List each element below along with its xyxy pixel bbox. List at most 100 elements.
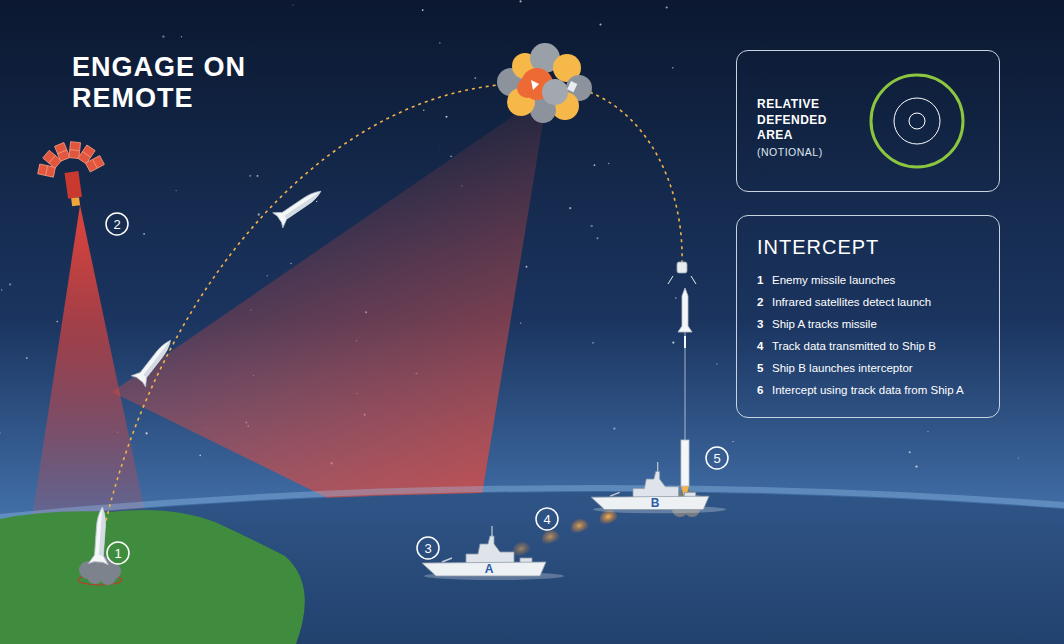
info-panel: INTERCEPT 1Enemy missile launches2Infrare… <box>736 215 1000 418</box>
star <box>672 67 674 69</box>
star <box>732 441 733 442</box>
star <box>520 323 521 324</box>
star <box>257 175 259 177</box>
debris <box>567 81 577 92</box>
star <box>608 163 609 164</box>
star <box>1 289 2 290</box>
navy-ship <box>422 526 564 580</box>
missile-shade <box>143 340 173 377</box>
callout-number: 5 <box>713 452 720 465</box>
star <box>474 77 476 79</box>
panel-line <box>70 150 80 151</box>
missile-trajectory <box>100 83 548 548</box>
star <box>716 363 717 364</box>
star <box>666 6 668 8</box>
enemy-missile <box>88 506 112 564</box>
star <box>249 175 251 177</box>
infrared-satellite <box>34 137 110 210</box>
star <box>143 233 145 235</box>
callout-circle <box>107 542 129 564</box>
earth-ocean <box>0 492 1064 644</box>
star <box>267 275 268 276</box>
defended-area-ring <box>909 113 925 129</box>
star <box>181 36 182 37</box>
stage-separation <box>684 336 686 348</box>
star <box>439 42 440 43</box>
star <box>927 431 928 432</box>
step-row: 6Intercept using track data from Ship A <box>757 379 979 401</box>
ship-gun <box>442 558 452 562</box>
star <box>450 155 452 157</box>
star <box>1018 458 1019 459</box>
star <box>675 297 677 299</box>
star <box>57 321 59 323</box>
panel-line <box>82 152 90 158</box>
step-number: 1 <box>757 269 772 291</box>
star <box>915 465 917 467</box>
star <box>26 357 28 359</box>
satellite-sensor <box>71 197 80 206</box>
step-row: 4Track data transmitted to Ship B <box>757 335 979 357</box>
missile-body <box>273 184 326 228</box>
intercept-explosion <box>497 43 592 123</box>
step-row: 5Ship B launches interceptor <box>757 357 979 379</box>
panel-cell <box>55 143 70 162</box>
booster-stage <box>681 440 689 486</box>
callout-number: 3 <box>424 542 431 555</box>
step-text: Ship B launches interceptor <box>772 357 913 379</box>
step-text: Infrared satellites detect launch <box>772 291 931 313</box>
ship-label: B <box>649 497 662 509</box>
callout-number: 1 <box>114 547 121 560</box>
star <box>596 237 598 239</box>
step-row: 3Ship A tracks missile <box>757 313 979 335</box>
step-text: Intercept using track data from Ship A <box>772 379 964 401</box>
ship-superstructure <box>633 472 679 499</box>
ship-label: A <box>483 563 496 575</box>
star <box>423 110 424 111</box>
ship-hull <box>591 496 709 509</box>
step-number: 2 <box>757 291 772 313</box>
star <box>599 24 601 26</box>
panel-heading: RELATIVE DEFENDED AREA <box>757 97 861 144</box>
panel-line <box>58 150 67 154</box>
star <box>594 164 596 166</box>
step-text: Track data transmitted to Ship B <box>772 335 936 357</box>
star <box>422 9 424 11</box>
step-text: Ship A tracks missile <box>772 313 877 335</box>
kill-vehicle <box>677 262 687 273</box>
callout-circle <box>106 213 128 235</box>
diagram-title: ENGAGE ON REMOTE <box>72 52 272 114</box>
step-row: 2Infrared satellites detect launch <box>757 291 979 313</box>
missile-shade <box>99 507 107 556</box>
land-mass <box>0 510 305 644</box>
star <box>592 342 594 344</box>
callout-circle <box>417 537 439 559</box>
panel-heading: INTERCEPT <box>757 236 979 259</box>
callout-circle <box>706 447 728 469</box>
star <box>591 225 593 227</box>
panel-cell <box>69 142 81 159</box>
data-link-pulse <box>568 516 589 534</box>
navy-ship <box>591 462 726 513</box>
star <box>199 454 201 456</box>
solar-panel <box>55 143 70 162</box>
missile-body <box>88 506 112 564</box>
defended-area-ring <box>871 75 963 167</box>
star <box>909 451 911 453</box>
missile-shade <box>284 191 323 219</box>
ship-mast <box>657 462 658 472</box>
step-number: 5 <box>757 357 772 379</box>
star <box>0 432 1 433</box>
step-text: Enemy missile launches <box>772 269 895 291</box>
horizon-glow <box>0 488 1064 644</box>
explosion-puff <box>542 79 568 105</box>
panel-line <box>93 159 98 168</box>
star <box>292 4 293 5</box>
panel-line <box>49 155 55 163</box>
upper-stage <box>678 288 692 332</box>
star <box>175 190 176 191</box>
star <box>446 116 448 118</box>
debris <box>531 80 539 90</box>
step-number: 3 <box>757 313 772 335</box>
